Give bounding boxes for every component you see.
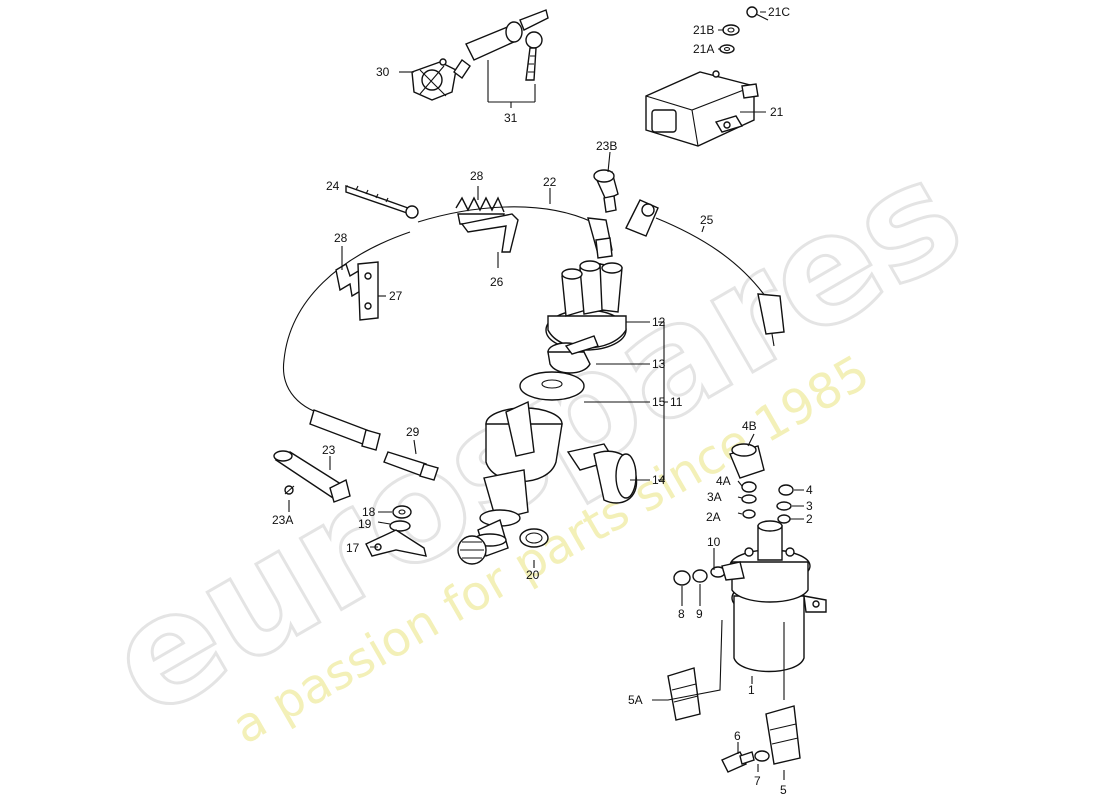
callout-13: 13 [652, 357, 666, 371]
control-unit-21 [645, 70, 759, 147]
callout-21C: 21C [768, 5, 790, 19]
boot-23B [593, 169, 619, 213]
callout-4: 4 [806, 483, 813, 497]
callout-26: 26 [490, 275, 504, 289]
callout-12: 12 [652, 315, 666, 329]
connectors-5-5A [667, 667, 801, 773]
callout-21A: 21A [693, 42, 714, 56]
callout-24: 24 [326, 179, 340, 193]
callout-15: 15 [652, 395, 666, 409]
lock-cylinder-and-keys-31 [439, 9, 549, 81]
callout-4A: 4A [716, 474, 731, 488]
callout-29: 29 [406, 425, 420, 439]
callout-5: 5 [780, 783, 787, 797]
callout-14: 14 [652, 473, 666, 487]
suppressor-23 [273, 450, 351, 503]
nut-washer-screw-21abc [719, 6, 769, 54]
callout-28-upper: 28 [470, 169, 484, 183]
o-ring-20 [519, 528, 549, 548]
callout-18: 18 [362, 505, 376, 519]
callout-19: 19 [358, 517, 372, 531]
rotor-13 [547, 335, 599, 374]
callout-27: 27 [389, 289, 403, 303]
callout-20: 20 [526, 568, 540, 582]
vacuum-unit-14 [566, 443, 638, 504]
callout-1: 1 [748, 683, 755, 697]
ignition-lock-30 [411, 58, 471, 101]
distributor-body [457, 400, 563, 565]
callout-4B: 4B [742, 419, 757, 433]
callout-labels: 30 31 21B 21A 21C 21 23B 24 28 22 25 28 … [272, 5, 813, 797]
callout-10: 10 [707, 535, 721, 549]
callout-3: 3 [806, 499, 813, 513]
ignition-coil-1 [721, 520, 827, 673]
plug-connector-29 [383, 451, 439, 481]
ignition-lead-25 [625, 199, 785, 347]
callout-31: 31 [504, 111, 518, 125]
bracket-26 [460, 213, 519, 253]
callout-21B: 21B [693, 23, 714, 37]
callout-9: 9 [696, 607, 703, 621]
contact-23A [284, 485, 295, 495]
dust-shield-15 [519, 371, 585, 401]
callout-17: 17 [346, 541, 360, 555]
callout-6: 6 [734, 729, 741, 743]
callout-23B: 23B [596, 139, 617, 153]
nut-18-washer-19 [389, 505, 412, 532]
callout-7: 7 [754, 774, 761, 788]
callout-23: 23 [322, 443, 336, 457]
cable-tie-24 [345, 185, 419, 219]
callout-21: 21 [770, 105, 784, 119]
callout-30: 30 [376, 65, 390, 79]
ignition-lead-22 [417, 206, 613, 259]
callout-23A: 23A [272, 513, 293, 527]
callout-2A: 2A [706, 510, 721, 524]
distributor-cap-12 [545, 260, 627, 351]
small-nuts-washers [673, 481, 794, 586]
callout-22: 22 [543, 175, 557, 189]
long-lead-loop [282, 231, 411, 451]
callout-2: 2 [806, 512, 813, 526]
callout-3A: 3A [707, 490, 722, 504]
callout-5A: 5A [628, 693, 643, 707]
callout-8: 8 [678, 607, 685, 621]
leader-lines [288, 11, 804, 780]
callout-11: 11 [670, 395, 683, 409]
callout-28-left: 28 [334, 231, 348, 245]
clip-28-left-and-bracket-27 [335, 261, 379, 321]
boot-4B [729, 443, 765, 479]
callout-25: 25 [700, 213, 714, 227]
